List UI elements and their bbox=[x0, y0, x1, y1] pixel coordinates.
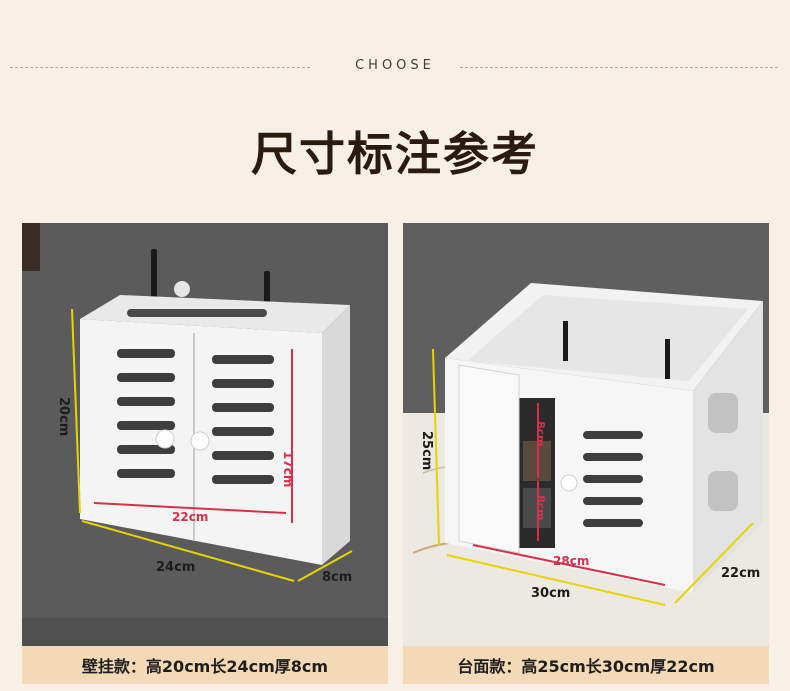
wall-inner-height-label: 17cm bbox=[281, 451, 295, 487]
desktop-width-label: 30cm bbox=[531, 586, 570, 601]
desktop-caption: 台面款：高25cm长30cm厚22cm bbox=[403, 646, 769, 684]
desktop-shelf-lower-label: 8cm bbox=[534, 495, 547, 521]
desktop-product-image: 25cm 30cm 22cm 28cm 8cm 8cm bbox=[403, 223, 769, 647]
desktop-height-label: 25cm bbox=[419, 431, 434, 470]
desktop-shelf-upper-label: 8cm bbox=[534, 421, 547, 447]
header-label: CHOOSE bbox=[355, 58, 435, 73]
wall-inner-width-label: 22cm bbox=[172, 510, 208, 524]
header-divider-left bbox=[10, 67, 310, 68]
desktop-illustration: 25cm 30cm 22cm 28cm 8cm 8cm bbox=[403, 283, 769, 647]
wall-mount-product-image: 20cm 24cm 8cm 22cm 17cm bbox=[22, 223, 388, 647]
header-divider-right bbox=[460, 67, 778, 68]
desktop-inner-width-label: 28cm bbox=[553, 554, 589, 568]
wall-mount-illustration: 20cm 24cm 8cm 22cm 17cm bbox=[22, 223, 388, 647]
wall-width-label: 24cm bbox=[156, 560, 195, 575]
wall-depth-label: 8cm bbox=[322, 570, 352, 585]
wall-height-label: 20cm bbox=[56, 397, 71, 436]
page-title: 尺寸标注参考 bbox=[251, 127, 539, 181]
desktop-depth-label: 22cm bbox=[721, 566, 760, 581]
wall-mount-caption: 壁挂款：高20cm长24cm厚8cm bbox=[22, 646, 388, 684]
